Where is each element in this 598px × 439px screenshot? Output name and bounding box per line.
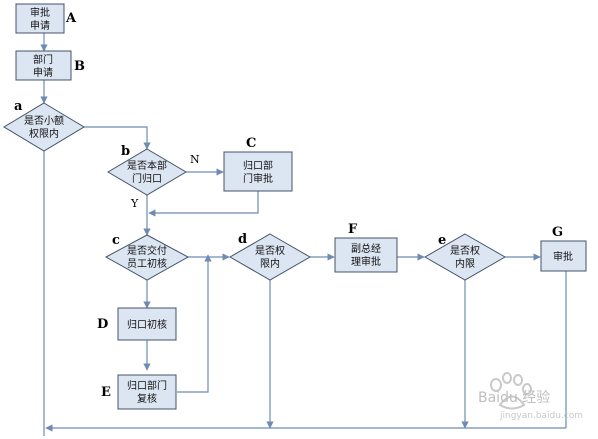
edge-C-merge [148,191,259,217]
watermark-url: jingyan.baidu.com [499,411,583,421]
node-G: 审批 G [540,225,587,272]
node-e: 是否权 内限 e [423,233,507,281]
node-c-line-1: 是否交付 [127,244,167,257]
node-C: 归口部 门审批 C [223,136,293,192]
node-B: 部门 申请 B [15,50,85,81]
node-e-letter: e [438,233,446,248]
node-F: 副总经 理审批 F [334,222,398,273]
node-d-letter: d [238,232,247,247]
node-B-box [15,50,72,81]
node-C-box [223,151,293,192]
node-c-diamond [104,234,190,281]
node-a: 是否小额 权限内 a [3,99,85,152]
connectors [40,33,567,436]
node-b-line-2: 门归口 [132,172,162,185]
edge-E-d [177,254,212,393]
node-B-line-2: 申请 [33,66,53,79]
node-a-line-1: 是否小额 [24,114,64,127]
node-E: 归口部门 复核 E [101,374,177,410]
node-F-line-2: 理审批 [351,255,381,268]
node-B-letter: B [74,59,85,74]
node-c: 是否交付 员工初核 c [104,233,190,281]
node-A-letter: A [65,11,77,26]
node-d: 是否权 限内 d [228,232,312,281]
node-D-box [117,307,177,341]
node-E-line-1: 归口部门 [127,379,167,392]
node-C-line-2: 门审批 [243,172,273,185]
node-A: 审批 申请 A [15,3,77,34]
edge-a-b [84,126,151,150]
node-F-line-1: 副总经 [351,242,381,255]
node-F-letter: F [348,222,358,237]
edge-label-no: N [190,153,200,166]
node-d-diamond [228,233,312,281]
node-D-letter: D [97,317,108,332]
node-D-line-1: 归口初核 [127,318,167,331]
node-a-letter: a [14,99,23,114]
node-e-line-2: 内限 [455,257,475,270]
node-b: 是否本部 门归口 b [107,144,187,196]
node-b-letter: b [121,144,130,159]
node-A-box [15,3,65,34]
node-D: 归口初核 D [97,307,177,341]
edge-label-yes: Y [130,197,139,210]
node-c-line-2: 员工初核 [127,257,167,270]
node-C-line-1: 归口部 [243,159,273,172]
node-d-line-2: 限内 [260,257,280,270]
node-B-line-1: 部门 [33,53,53,66]
node-e-line-1: 是否权 [450,244,480,257]
baidu-paw-icon [490,372,532,410]
watermark: Baidu 经验 jingyan.baidu.com [478,372,583,421]
node-b-diamond [107,148,187,196]
node-E-box [117,374,177,410]
node-A-line-1: 审批 [30,6,50,19]
node-E-letter: E [101,385,111,400]
node-A-line-2: 申请 [30,19,50,32]
node-a-diamond [3,102,85,152]
watermark-brand: Baidu 经验 [478,390,550,406]
node-d-line-1: 是否权 [255,244,285,257]
node-c-letter: c [112,233,120,248]
node-e-diamond [423,233,507,281]
node-C-letter: C [246,136,256,151]
node-G-letter: G [552,225,563,240]
node-F-box [334,237,398,273]
node-G-line-1: 审批 [553,250,573,263]
node-E-line-2: 复核 [137,392,157,405]
node-a-line-2: 权限内 [29,127,59,140]
node-b-line-1: 是否本部 [127,159,167,172]
node-G-box [540,240,587,272]
